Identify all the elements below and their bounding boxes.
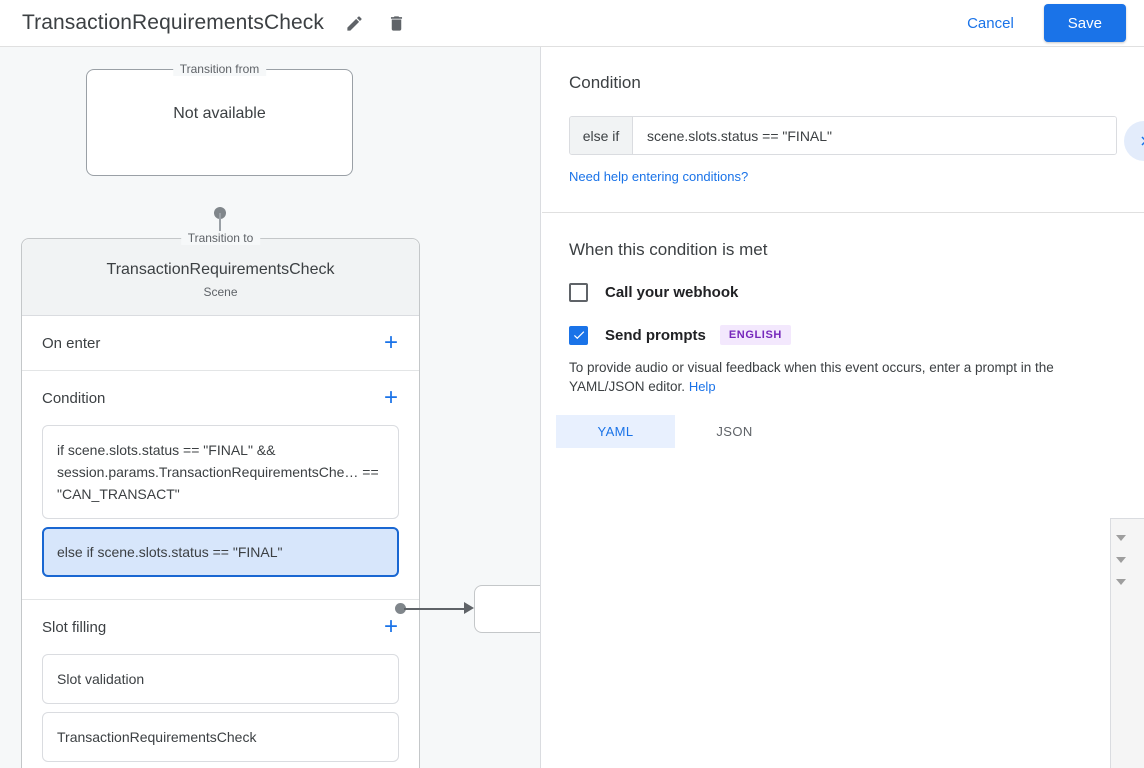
editor-format-tabs: YAML JSON: [556, 415, 1117, 448]
condition-item[interactable]: if scene.slots.status == "FINAL" && sess…: [42, 425, 399, 519]
section-on-enter: On enter +: [22, 316, 419, 371]
transition-to-node: Transition to TransactionRequirementsChe…: [21, 231, 420, 768]
gutter-line: 1: [1111, 527, 1144, 549]
add-condition-button[interactable]: +: [383, 384, 398, 411]
section-body: if scene.slots.status == "FINAL" && sess…: [22, 425, 419, 599]
page-title: TransactionRequirementsCheck: [22, 11, 324, 34]
section-title-condition: Condition: [42, 389, 106, 407]
condition-met-heading: When this condition is met: [569, 240, 768, 259]
slot-filling-item[interactable]: Slot validation: [42, 654, 399, 704]
send-prompts-label: Send prompts: [605, 326, 706, 344]
transition-from-legend: Transition from: [172, 62, 267, 76]
scene-name: TransactionRequirementsCheck: [106, 261, 335, 278]
section-header: Condition +: [22, 371, 419, 425]
slot-filling-item[interactable]: TransactionRequirementsCheck: [42, 712, 399, 762]
section-condition: Condition + if scene.slots.status == "FI…: [22, 371, 419, 600]
help-conditions-row: Need help entering conditions?: [569, 168, 1117, 212]
trash-icon: [390, 15, 402, 31]
webhook-checkbox[interactable]: [569, 283, 588, 302]
section-body: Slot validation TransactionRequirementsC…: [22, 654, 419, 768]
condition-input-row: else if: [569, 116, 1117, 155]
add-on-enter-button[interactable]: +: [383, 329, 398, 356]
chevron-right-icon: [1141, 136, 1144, 146]
fold-toggle-icon[interactable]: [1116, 579, 1126, 585]
add-slot-filling-button[interactable]: +: [383, 613, 398, 640]
need-help-link[interactable]: Need help entering conditions?: [569, 169, 749, 184]
yaml-editor[interactable]: 1 2 3 4 5 candidates: -: [1110, 518, 1144, 768]
condition-met-section: When this condition is met Call your web…: [542, 213, 1144, 448]
cancel-button[interactable]: Cancel: [955, 6, 1026, 41]
scene-card-header[interactable]: TransactionRequirementsCheck Scene: [22, 239, 419, 316]
webhook-checkbox-row[interactable]: Call your webhook: [569, 283, 1117, 302]
gutter-line: 2: [1111, 549, 1144, 571]
language-badge: ENGLISH: [719, 325, 791, 345]
gutter-line: 3: [1111, 571, 1144, 593]
section-title-on-enter: On enter: [42, 334, 101, 352]
condition-item-selected[interactable]: else if scene.slots.status == "FINAL": [42, 527, 399, 577]
section-title-slot-filling: Slot filling: [42, 618, 107, 636]
tab-yaml[interactable]: YAML: [556, 415, 675, 448]
condition-expression-input[interactable]: [633, 117, 1116, 154]
edit-title-button[interactable]: [337, 6, 371, 40]
gutter-line: 5: [1111, 615, 1144, 637]
section-header: On enter +: [22, 316, 419, 370]
transition-to-legend: Transition to: [180, 231, 261, 245]
transition-from-node[interactable]: Transition from Not available: [86, 62, 353, 176]
condition-section: Condition else if Need help entering con…: [542, 47, 1144, 213]
help-link[interactable]: Help: [688, 379, 716, 394]
transition-from-value: Not available: [173, 105, 266, 122]
send-prompts-checkbox[interactable]: [569, 325, 588, 345]
section-header: Slot filling +: [22, 600, 419, 654]
delete-button[interactable]: [379, 6, 413, 40]
checkmark-icon: [573, 331, 584, 340]
prompts-description: To provide audio or visual feedback when…: [569, 358, 1117, 396]
editor-gutter: 1 2 3 4 5: [1111, 519, 1144, 768]
webhook-label: Call your webhook: [605, 284, 739, 301]
tab-json[interactable]: JSON: [716, 424, 753, 439]
send-prompts-checkbox-row[interactable]: Send prompts ENGLISH: [569, 325, 1117, 345]
body-wrapper: Transition from Not available Transition…: [0, 47, 1144, 768]
fold-toggle-icon[interactable]: [1116, 557, 1126, 563]
scene-type: Scene: [203, 285, 238, 299]
selected-condition-out-arrow: [464, 602, 474, 614]
condition-detail-panel: Condition else if Need help entering con…: [542, 47, 1144, 768]
save-button[interactable]: Save: [1043, 4, 1126, 42]
fold-toggle-icon[interactable]: [1116, 535, 1126, 541]
pencil-icon: [346, 15, 362, 31]
prompts-description-text: To provide audio or visual feedback when…: [569, 360, 1054, 394]
gutter-line: 4: [1111, 593, 1144, 615]
expand-panel-button[interactable]: [1124, 121, 1144, 161]
condition-heading: Condition: [569, 73, 641, 92]
selected-condition-out-dot: [395, 603, 406, 614]
selected-condition-out-line: [404, 608, 468, 610]
app-header: TransactionRequirementsCheck Cancel Save: [0, 0, 1144, 47]
condition-prefix-label: else if: [570, 117, 633, 154]
scene-graph-panel: Transition from Not available Transition…: [0, 47, 541, 768]
next-target-node[interactable]: [474, 585, 540, 633]
section-slot-filling: Slot filling + Slot validation Transacti…: [22, 600, 419, 768]
